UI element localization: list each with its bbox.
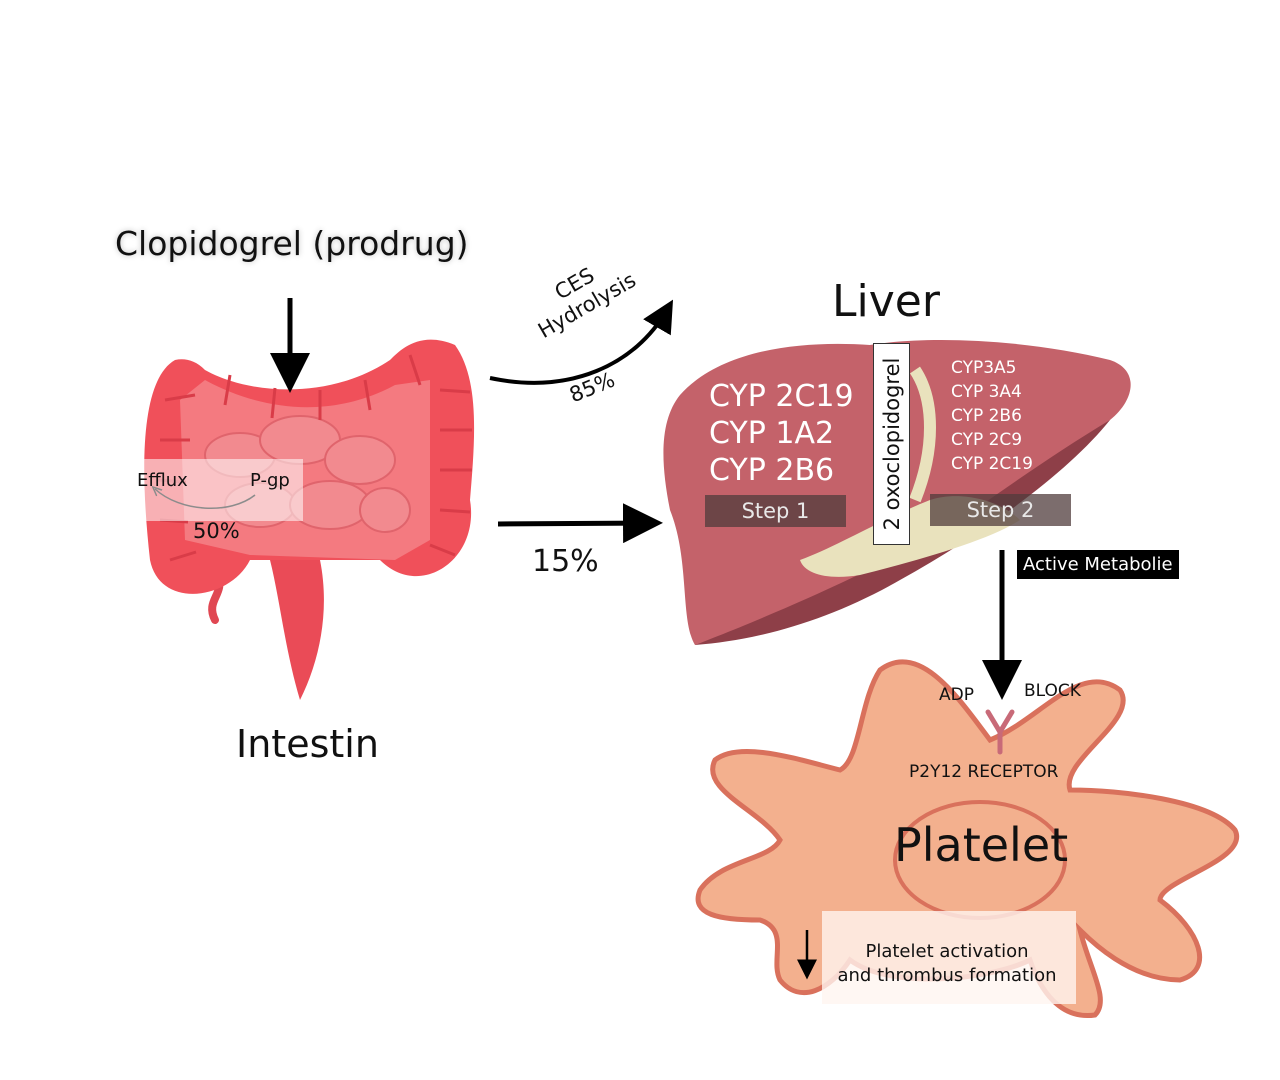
cyp-item: CYP 2C19	[709, 379, 854, 414]
step2-badge: Step 2	[930, 494, 1071, 526]
percent-15-label: 15%	[532, 544, 599, 579]
step1-badge: Step 1	[705, 495, 846, 527]
outcome-box	[822, 911, 1076, 1004]
platelet-title: Platelet	[894, 818, 1069, 872]
block-label: BLOCK	[1024, 681, 1081, 701]
efflux-label: Efflux	[137, 470, 188, 491]
p2y12-receptor-label: P2Y12 RECEPTOR	[909, 762, 1059, 782]
outcome-line-2: and thrombus formation	[837, 965, 1057, 986]
arrow-intestine-to-liver	[497, 503, 663, 544]
cyp-item: CYP 1A2	[709, 416, 835, 451]
oxoclopidogrel-label: 2 oxoclopidogrel	[879, 357, 904, 531]
pgp-efflux-box	[129, 459, 303, 521]
percent-50-label: 50%	[193, 519, 240, 543]
outcome-line-1: Platelet activation	[865, 941, 1029, 962]
cyp-item: CYP 2C19	[951, 454, 1033, 474]
cyp-item: CYP 2C9	[951, 430, 1023, 450]
cyp-item: CYP3A5	[951, 358, 1017, 378]
cyp-item: CYP 2B6	[709, 453, 835, 488]
active-metabolite-badge: Active Metabolie	[1017, 550, 1179, 579]
adp-label: ADP	[939, 685, 974, 705]
step2-cyp-list: CYP3A5 CYP 3A4 CYP 2B6 CYP 2C9 CYP 2C19	[951, 356, 1033, 476]
step1-cyp-list: CYP 2C19 CYP 1A2 CYP 2B6	[709, 378, 854, 489]
intestine-title: Intestin	[236, 722, 379, 766]
cyp-item: CYP 2B6	[951, 406, 1022, 426]
oxoclopidogrel-box: 2 oxoclopidogrel	[873, 343, 910, 545]
pgp-label: P-gp	[250, 470, 290, 491]
arrow-ces-hydrolysis	[489, 299, 674, 385]
outcome-text: Platelet activation and thrombus formati…	[822, 940, 1072, 988]
liver-title: Liver	[832, 276, 940, 327]
prodrug-title: Clopidogrel (prodrug)	[115, 224, 469, 263]
cyp-item: CYP 3A4	[951, 382, 1022, 402]
